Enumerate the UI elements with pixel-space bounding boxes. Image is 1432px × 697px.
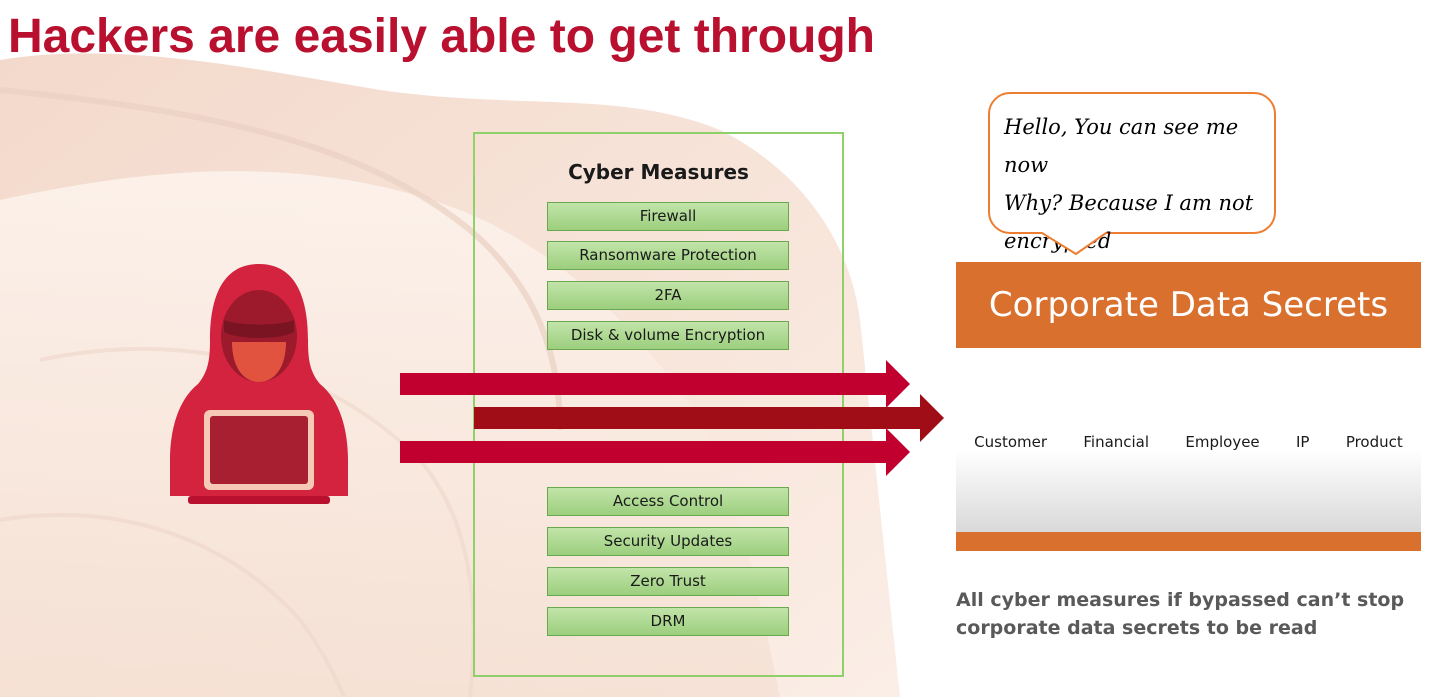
- attack-arrow-bottom-icon: [400, 428, 910, 476]
- corporate-secrets-title: Corporate Data Secrets: [988, 285, 1389, 325]
- speech-line-1: Hello, You can see me now: [1004, 115, 1239, 177]
- category-customer: Customer: [974, 433, 1048, 451]
- slide-title: Hackers are easily able to get through: [8, 10, 875, 63]
- measure-access-control: Access Control: [547, 487, 789, 516]
- measure-security-updates: Security Updates: [547, 527, 789, 556]
- measure-drm: DRM: [547, 607, 789, 636]
- attack-arrow-middle-icon: [474, 394, 944, 442]
- footnote-line-1: All cyber measures if bypassed can’t sto…: [956, 589, 1405, 611]
- speech-bubble-tail-icon: [1042, 232, 1106, 256]
- footnote: All cyber measures if bypassed can’t sto…: [956, 586, 1416, 642]
- measure-2fa: 2FA: [547, 281, 789, 310]
- corporate-secrets-panel: Customer Financial Employee IP Product: [956, 400, 1421, 532]
- hooded-hacker-with-laptop-icon: [170, 264, 348, 504]
- footnote-line-2: corporate data secrets to be read: [956, 617, 1318, 639]
- measure-disk-encryption: Disk & volume Encryption: [547, 321, 789, 350]
- category-employee: Employee: [1185, 433, 1260, 451]
- category-financial: Financial: [1083, 433, 1150, 451]
- category-product: Product: [1345, 433, 1403, 451]
- category-ip: IP: [1296, 433, 1310, 451]
- measure-firewall: Firewall: [547, 202, 789, 231]
- cyber-measures-heading: Cyber Measures: [568, 160, 749, 184]
- cyber-measures-panel: Cyber Measures Firewall Ransomware Prote…: [473, 132, 844, 677]
- speech-line-2: Why? Because I am not: [1004, 191, 1254, 215]
- speech-bubble: Hello, You can see me now Why? Because I…: [988, 92, 1276, 253]
- measure-ransomware-protection: Ransomware Protection: [547, 241, 789, 270]
- corporate-secrets-banner: Corporate Data Secrets: [956, 262, 1421, 348]
- corporate-secrets-footer-bar: [956, 532, 1421, 551]
- measure-zero-trust: Zero Trust: [547, 567, 789, 596]
- attack-arrow-top-icon: [400, 360, 910, 408]
- data-category-list: Customer Financial Employee IP Product: [956, 430, 1421, 454]
